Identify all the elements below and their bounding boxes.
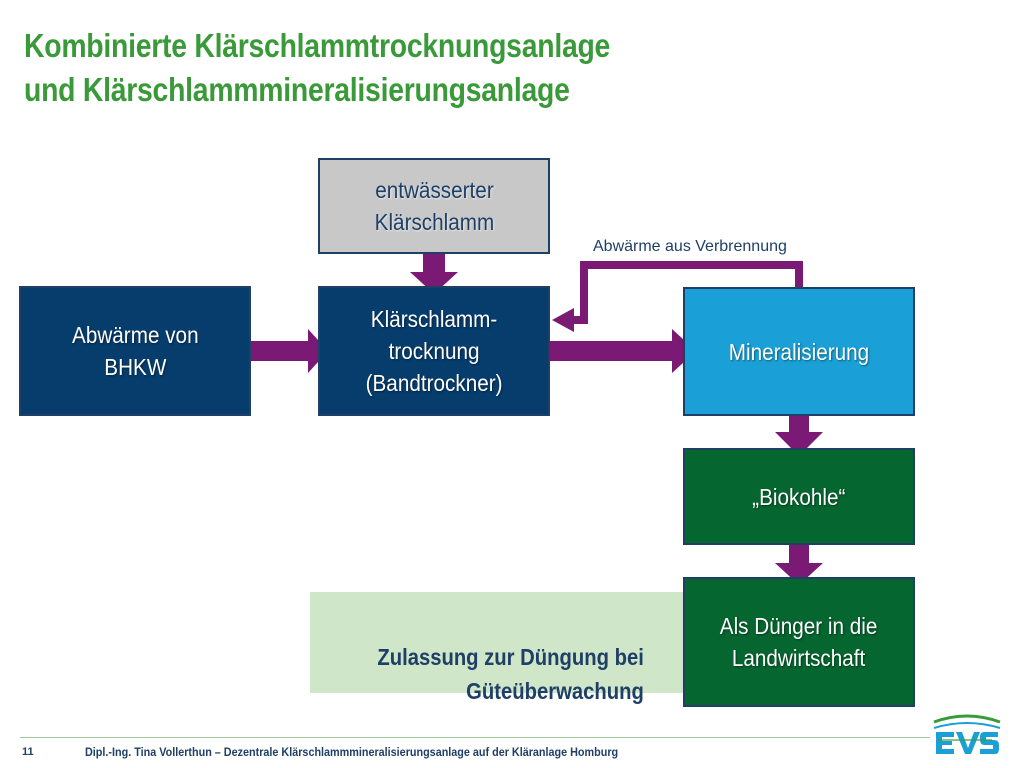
arrow-biochar-to-fertilizer	[775, 537, 823, 585]
approval-note: Zulassung zur Düngung bei Güteüberwachun…	[310, 592, 684, 704]
box-biochar: „Biokohle“	[683, 448, 915, 545]
box-sludge-drying: Klärschlamm- trocknung (Bandtrockner)	[318, 286, 550, 416]
box-dewatered-sludge: entwässerter Klärschlamm	[318, 158, 550, 254]
footer-text: Dipl.-Ing. Tina Vollerthun – Dezentrale …	[85, 745, 619, 759]
arrow-mineralization-to-biochar	[775, 408, 823, 456]
evs-logo	[933, 714, 1001, 754]
arrow-drying-to-mineralization	[543, 329, 696, 373]
box-mineralization: Mineralisierung	[683, 287, 915, 416]
page-number: 11	[22, 746, 34, 758]
footer-divider	[20, 737, 930, 738]
arrow-waste-heat-return	[572, 261, 803, 324]
box-fertilizer-agriculture: Als Dünger in die Landwirtschaft	[683, 577, 915, 707]
arrow-bhkw-to-drying	[246, 329, 328, 373]
waste-heat-label: Abwärme aus Verbrennung	[593, 238, 787, 255]
arrow-sludge-to-drying	[410, 246, 458, 294]
slide-title: Kombinierte Klärschlammtrocknungsanlage …	[24, 27, 611, 108]
arrow-waste-heat-head	[552, 308, 574, 332]
box-waste-heat-bhkw: Abwärme von BHKW	[19, 286, 251, 416]
